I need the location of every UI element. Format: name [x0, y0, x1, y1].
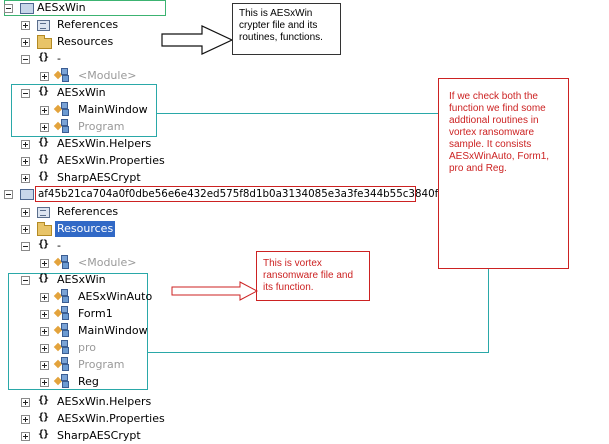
- connector-line: [157, 113, 438, 114]
- tree-node-module[interactable]: <Module>: [78, 256, 137, 269]
- namespace-icon: {}: [37, 86, 49, 97]
- tree-node-module[interactable]: <Module>: [78, 69, 137, 82]
- helpers-expand-toggle[interactable]: [21, 140, 30, 149]
- namespace-icon: {}: [37, 412, 49, 423]
- reg-expand-toggle[interactable]: [40, 378, 49, 387]
- crypter-note: This is AESxWin crypter file and its rou…: [232, 3, 341, 55]
- references-expand-toggle[interactable]: [21, 208, 30, 217]
- tree-node-program[interactable]: Program: [78, 358, 125, 371]
- namespace-icon: {}: [37, 137, 49, 148]
- class-icon: [53, 102, 71, 116]
- tree-aesxwin: AESxWin References Resources {} - <Modul…: [0, 0, 609, 190]
- namespace-icon: {}: [37, 52, 49, 63]
- mainwindow-expand-toggle[interactable]: [40, 106, 49, 115]
- class-icon: [53, 119, 71, 133]
- namespace-icon: {}: [37, 429, 49, 440]
- folder-icon: [37, 222, 52, 236]
- tree-node-mainwindow[interactable]: MainWindow: [78, 103, 148, 116]
- tree-node-resources-selected[interactable]: Resources: [55, 221, 116, 237]
- namespace-icon: {}: [37, 273, 49, 284]
- tree-node-namespace-empty[interactable]: -: [57, 239, 61, 252]
- class-icon: [53, 374, 71, 388]
- properties-expand-toggle[interactable]: [21, 157, 30, 166]
- sharpaescrypt-expand-toggle[interactable]: [21, 432, 30, 441]
- tree-node-ns-aesxwin[interactable]: AESxWin: [57, 86, 106, 99]
- ns-aesxwin-collapse-toggle[interactable]: [21, 89, 30, 98]
- tree-node-mainwindow[interactable]: MainWindow: [78, 324, 148, 337]
- program-expand-toggle[interactable]: [40, 123, 49, 132]
- module-class-icon: [53, 68, 71, 82]
- tree-node-ns-aesxwin[interactable]: AESxWin: [57, 273, 106, 286]
- assembly-icon: [20, 189, 34, 200]
- connector-line: [148, 352, 488, 353]
- sharpaescrypt-expand-toggle[interactable]: [21, 174, 30, 183]
- tree-node-resources[interactable]: Resources: [57, 35, 114, 48]
- pro-expand-toggle[interactable]: [40, 344, 49, 353]
- tree-node-sharpaescrypt[interactable]: SharpAESCrypt: [57, 171, 141, 184]
- arrow-right-icon: [171, 281, 259, 301]
- class-icon: [53, 306, 71, 320]
- namespace-icon: {}: [37, 154, 49, 165]
- module-expand-toggle[interactable]: [40, 259, 49, 268]
- aesxwinauto-expand-toggle[interactable]: [40, 293, 49, 302]
- tree-node-helpers[interactable]: AESxWin.Helpers: [57, 137, 152, 150]
- folder-icon: [37, 35, 52, 49]
- tree-node-reg[interactable]: Reg: [78, 375, 99, 388]
- aesxwin-namespace-highlight: [11, 84, 157, 137]
- properties-expand-toggle[interactable]: [21, 415, 30, 424]
- class-icon: [53, 357, 71, 371]
- class-icon: [53, 340, 71, 354]
- module-expand-toggle[interactable]: [40, 72, 49, 81]
- arrow-right-icon: [161, 25, 234, 55]
- resources-expand-toggle[interactable]: [21, 225, 30, 234]
- comparison-note: If we check both the function we find so…: [438, 78, 569, 269]
- form1-expand-toggle[interactable]: [40, 310, 49, 319]
- helpers-expand-toggle[interactable]: [21, 398, 30, 407]
- namespace-collapse-toggle[interactable]: [21, 55, 30, 64]
- class-icon: [53, 323, 71, 337]
- namespace-collapse-toggle[interactable]: [21, 242, 30, 251]
- mainwindow-expand-toggle[interactable]: [40, 327, 49, 336]
- module-class-icon: [53, 255, 71, 269]
- tree-node-properties[interactable]: AESxWin.Properties: [57, 412, 165, 425]
- namespace-icon: {}: [37, 239, 49, 250]
- references-expand-toggle[interactable]: [21, 21, 30, 30]
- tree-node-program[interactable]: Program: [78, 120, 125, 133]
- tree-node-aesxwinauto[interactable]: AESxWinAuto: [78, 290, 153, 303]
- tree-root-hash[interactable]: af45b21ca704a0f0dbe56e6e432ed575f8d1b0a3…: [38, 188, 439, 200]
- namespace-icon: {}: [37, 395, 49, 406]
- program-expand-toggle[interactable]: [40, 361, 49, 370]
- root-collapse-toggle[interactable]: [4, 4, 13, 13]
- root-collapse-toggle[interactable]: [4, 190, 13, 199]
- class-icon: [53, 289, 71, 303]
- ns-aesxwin-collapse-toggle[interactable]: [21, 276, 30, 285]
- vortex-namespace-highlight: [8, 273, 148, 390]
- tree-node-helpers[interactable]: AESxWin.Helpers: [57, 395, 152, 408]
- connector-line: [488, 269, 489, 353]
- assembly-icon: [20, 3, 34, 14]
- namespace-icon: {}: [37, 171, 49, 182]
- references-icon: [37, 20, 50, 31]
- tree-node-references[interactable]: References: [57, 205, 119, 218]
- tree-node-references[interactable]: References: [57, 18, 119, 31]
- tree-root-aesxwin[interactable]: AESxWin: [37, 1, 86, 14]
- tree-node-form1[interactable]: Form1: [78, 307, 113, 320]
- resources-expand-toggle[interactable]: [21, 38, 30, 47]
- root-hash-highlight-box: [35, 186, 416, 202]
- tree-node-properties[interactable]: AESxWin.Properties: [57, 154, 165, 167]
- vortex-note: This is vortex ransomware file and its f…: [256, 251, 370, 301]
- tree-vortex: af45b21ca704a0f0dbe56e6e432ed575f8d1b0a3…: [0, 186, 609, 443]
- tree-node-pro[interactable]: pro: [78, 341, 96, 354]
- tree-node-sharpaescrypt[interactable]: SharpAESCrypt: [57, 429, 141, 442]
- references-icon: [37, 207, 50, 218]
- tree-node-namespace-empty[interactable]: -: [57, 52, 61, 65]
